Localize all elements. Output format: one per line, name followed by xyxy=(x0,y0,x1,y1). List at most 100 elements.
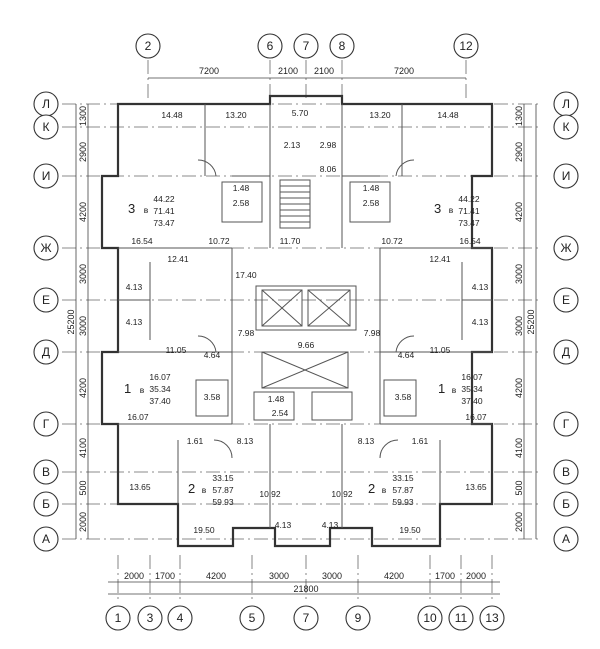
apartment-type: в xyxy=(452,385,457,395)
axis-label: В xyxy=(562,465,570,479)
dimension-text: 4200 xyxy=(514,378,524,398)
room-area: 2.13 xyxy=(284,140,301,150)
room-area: 19.50 xyxy=(399,525,421,535)
room-area: 8.13 xyxy=(237,436,254,446)
dimension-text: 500 xyxy=(514,480,524,495)
room-area: 1.48 xyxy=(363,183,380,193)
room-area: 13.20 xyxy=(225,110,247,120)
total-area: 57.87 xyxy=(392,485,414,495)
apartment-1-left: 1 в 16.07 35.34 37.40 xyxy=(124,372,171,406)
axis-label: 13 xyxy=(485,611,499,625)
dimension-text: 1700 xyxy=(155,571,175,581)
axis-label: Г xyxy=(43,417,50,431)
room-area: 4.13 xyxy=(472,317,489,327)
dimension-text: 7200 xyxy=(199,66,219,76)
room-area: 11.70 xyxy=(280,236,301,246)
dimension-text: 4200 xyxy=(514,202,524,222)
axis-bubbles-bottom: 1 3 4 5 7 9 10 11 13 xyxy=(105,605,505,631)
apartment-type: в xyxy=(144,205,149,215)
room-area: 10.92 xyxy=(259,489,281,499)
axis-label: Ж xyxy=(560,241,571,255)
axis-label: Е xyxy=(562,293,570,307)
axis-label: А xyxy=(562,532,570,546)
axis-label: 2 xyxy=(145,39,152,53)
room-area: 4.13 xyxy=(472,282,489,292)
room-count: 3 xyxy=(128,201,135,216)
room-area: 4.64 xyxy=(398,350,415,360)
axis-label: 3 xyxy=(147,611,154,625)
dimension-text: 2100 xyxy=(314,66,334,76)
room-area: 7.98 xyxy=(238,328,255,338)
room-area: 3.58 xyxy=(395,392,412,402)
living-area: 44.22 xyxy=(153,194,175,204)
apartment-2-right: 2 в 33.15 57.87 59.93 xyxy=(368,473,414,507)
room-area: 1.48 xyxy=(268,394,285,404)
room-area: 9.66 xyxy=(298,340,315,350)
axis-label: 7 xyxy=(303,39,310,53)
axis-label: 12 xyxy=(459,39,473,53)
dimension-text: 3000 xyxy=(269,571,289,581)
apartment-type: в xyxy=(449,205,454,215)
room-area: 2.98 xyxy=(320,140,337,150)
dimension-text: 4200 xyxy=(206,571,226,581)
room-area: 16.54 xyxy=(131,236,153,246)
dimension-text: 7200 xyxy=(394,66,414,76)
axis-label: Д xyxy=(562,345,570,359)
room-count: 1 xyxy=(124,381,131,396)
grid-lines-vertical xyxy=(117,60,493,600)
axis-label: 5 xyxy=(249,611,256,625)
dimension-total: 21800 xyxy=(293,584,318,594)
axis-label: Л xyxy=(42,97,50,111)
room-area: 4.13 xyxy=(275,520,292,530)
axis-label: 10 xyxy=(423,611,437,625)
room-area: 5.70 xyxy=(292,108,309,118)
room-area: 4.13 xyxy=(322,520,339,530)
dimension-text: 1300 xyxy=(78,106,88,126)
dimension-text: 4100 xyxy=(78,438,88,458)
apartment-type: в xyxy=(202,485,207,495)
room-area: 7.98 xyxy=(364,328,381,338)
room-area: 4.13 xyxy=(126,282,143,292)
dimension-text: 2000 xyxy=(514,512,524,532)
room-area: 11.05 xyxy=(166,345,187,355)
axis-label: 4 xyxy=(177,611,184,625)
room-count: 3 xyxy=(434,201,441,216)
axis-label: А xyxy=(42,532,50,546)
apartment-2-left: 2 в 33.15 57.87 59.93 xyxy=(188,473,234,507)
room-area: 2.58 xyxy=(363,198,380,208)
dimensions-bottom: 2000 1700 4200 3000 3000 4200 1700 2000 … xyxy=(124,571,486,594)
room-area: 11.05 xyxy=(430,345,451,355)
living-area: 44.22 xyxy=(458,194,480,204)
axis-label: В xyxy=(42,465,50,479)
dimension-text: 2000 xyxy=(124,571,144,581)
axis-label: 11 xyxy=(455,611,468,625)
room-area: 3.58 xyxy=(204,392,221,402)
dimension-text: 2000 xyxy=(466,571,486,581)
axis-label: 1 xyxy=(115,611,122,625)
dimension-text: 3000 xyxy=(514,316,524,336)
total-area-balcony: 73.47 xyxy=(458,218,480,228)
room-count: 1 xyxy=(438,381,445,396)
room-area: 16.07 xyxy=(465,412,487,422)
room-area: 10.72 xyxy=(208,236,230,246)
dimension-total: 25200 xyxy=(66,309,76,334)
total-area: 71.41 xyxy=(153,206,175,216)
room-area: 19.50 xyxy=(193,525,215,535)
room-area: 12.41 xyxy=(167,254,189,264)
apartment-type: в xyxy=(382,485,387,495)
living-area: 16.07 xyxy=(149,372,171,382)
dimensions-top: 7200 2100 2100 7200 xyxy=(199,66,414,76)
total-area: 35.34 xyxy=(461,384,483,394)
dimension-text: 4200 xyxy=(78,202,88,222)
dimension-text: 2000 xyxy=(78,512,88,532)
room-area: 10.92 xyxy=(331,489,353,499)
room-area: 14.48 xyxy=(437,110,459,120)
axis-label: Б xyxy=(562,497,570,511)
axis-label: Л xyxy=(562,97,570,111)
axis-label: Г xyxy=(563,417,570,431)
apartment-3-left: 3 в 44.22 71.41 73.47 xyxy=(128,194,175,228)
axis-label: 8 xyxy=(339,39,346,53)
room-area: 1.61 xyxy=(187,436,204,446)
axis-label: 9 xyxy=(355,611,362,625)
total-area: 71.41 xyxy=(458,206,480,216)
